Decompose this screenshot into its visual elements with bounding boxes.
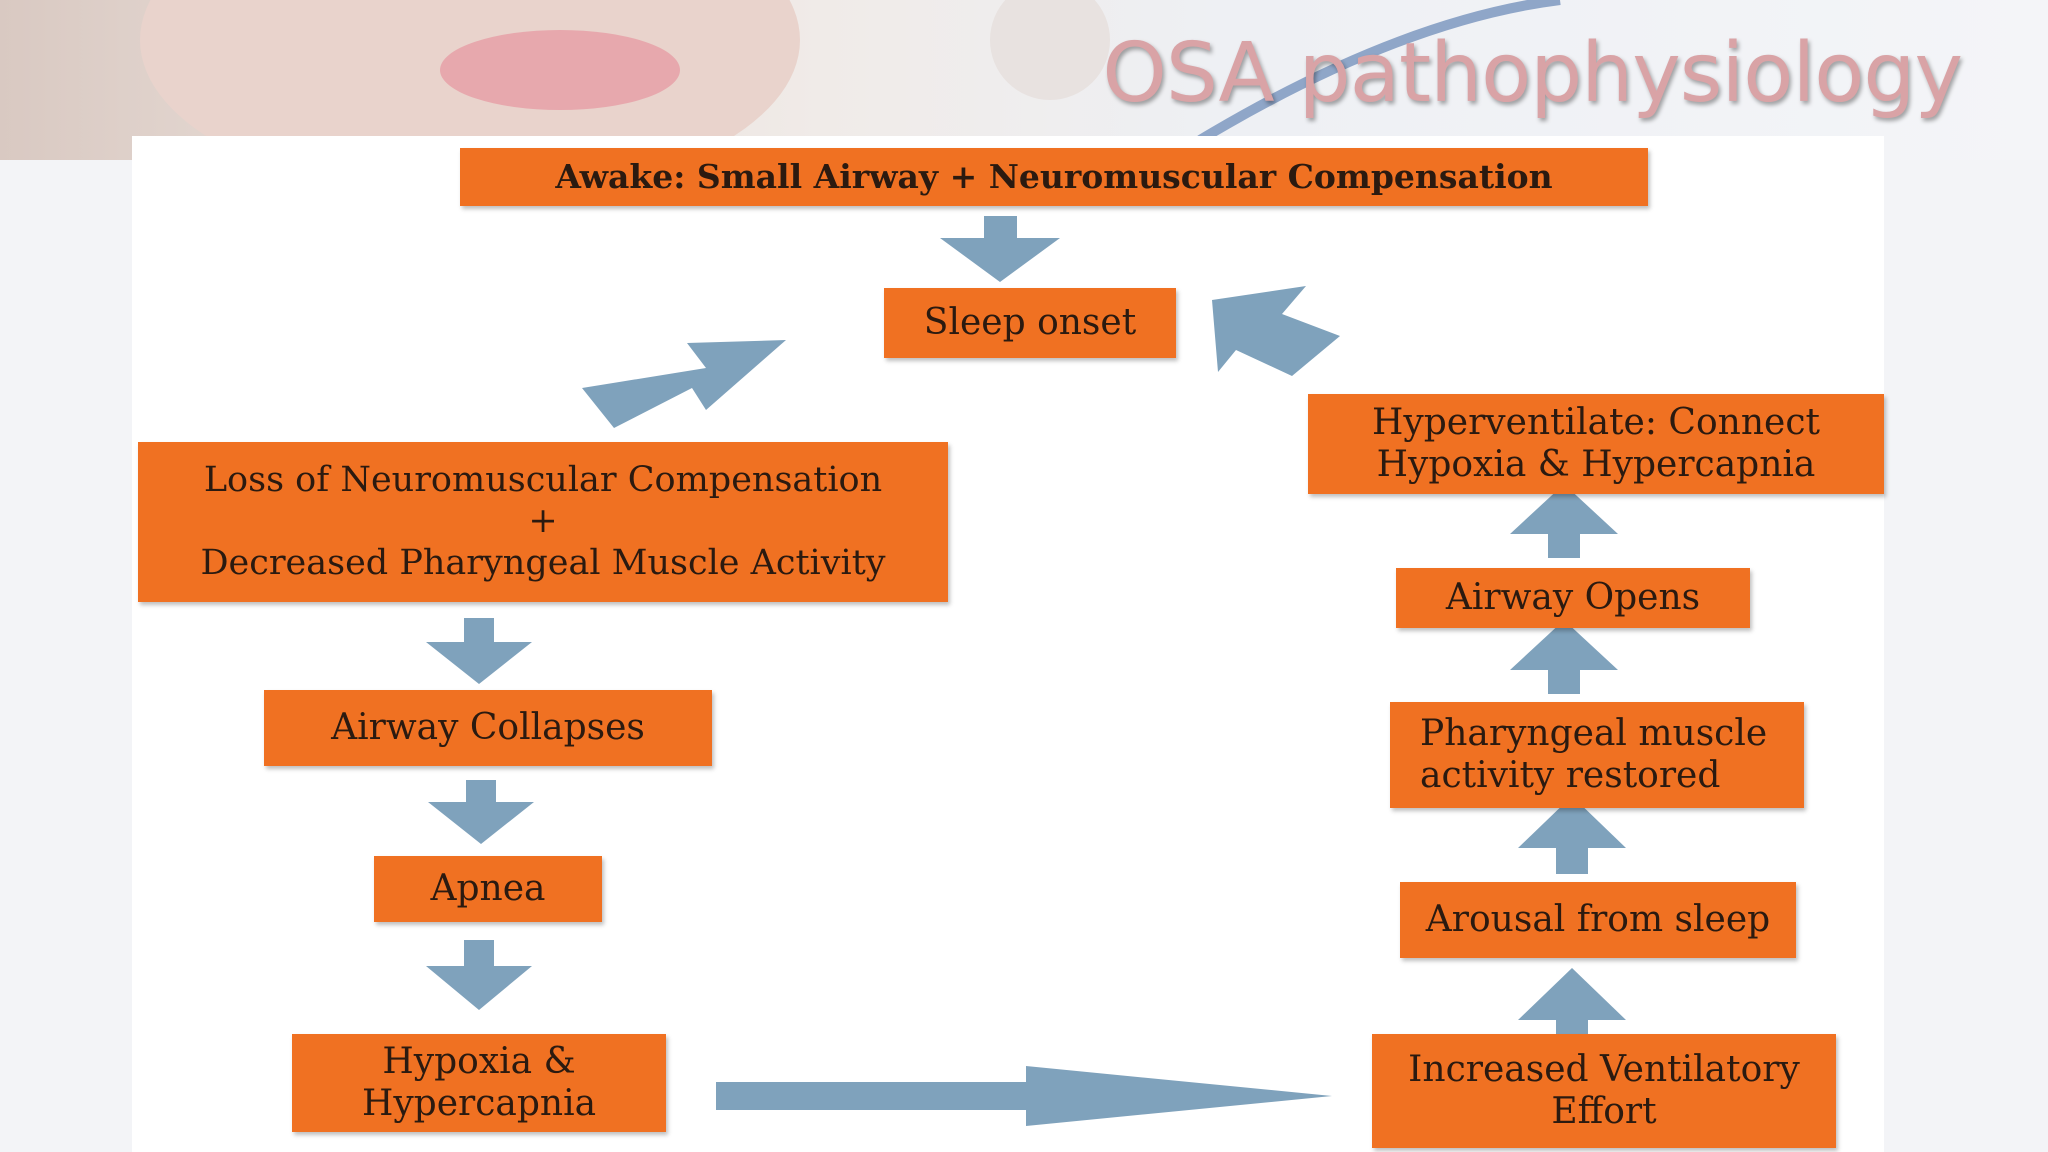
slide-title: OSA pathophysiology (1102, 26, 1963, 121)
arrow-awake-to-sleep (940, 216, 1060, 282)
arrow-restored-to-opens (1510, 620, 1618, 694)
arrow-apnea-to-hypoxia (426, 940, 532, 1010)
node-loss-of-compensation: Loss of Neuromuscular Compensation + Dec… (138, 442, 948, 602)
arrow-collapses-to-apnea (428, 780, 534, 844)
node-increased-effort: Increased Ventilatory Effort (1372, 1034, 1836, 1148)
header-photo-background (0, 0, 2048, 160)
node-airway-opens: Airway Opens (1396, 568, 1750, 628)
arrow-arousal-to-restored (1518, 796, 1626, 874)
node-apnea: Apnea (374, 856, 602, 922)
node-awake: Awake: Small Airway + Neuromuscular Comp… (460, 148, 1648, 206)
arrow-opens-to-hyperventilate (1510, 484, 1618, 558)
diagram-panel: Awake: Small Airway + Neuromuscular Comp… (132, 136, 1884, 1152)
decorative-photo (140, 0, 1561, 160)
node-muscle-activity-restored: Pharyngeal muscle activity restored (1390, 702, 1804, 808)
node-hyperventilate: Hyperventilate: Connect Hypoxia & Hyperc… (1308, 394, 1884, 494)
node-airway-collapses: Airway Collapses (264, 690, 712, 766)
arrows-layer (426, 216, 1626, 1126)
arrow-hypoxia-to-effort (716, 1066, 1332, 1126)
arrow-loss-to-collapses (426, 618, 532, 684)
arrow-hyperventilate-to-sleep (1212, 286, 1340, 376)
node-arousal: Arousal from sleep (1400, 882, 1796, 958)
arrow-effort-to-arousal (1518, 968, 1626, 1046)
arrow-sleep-to-loss (582, 340, 786, 428)
node-hypoxia-hypercapnia: Hypoxia & Hypercapnia (292, 1034, 666, 1132)
node-sleep-onset: Sleep onset (884, 288, 1176, 358)
